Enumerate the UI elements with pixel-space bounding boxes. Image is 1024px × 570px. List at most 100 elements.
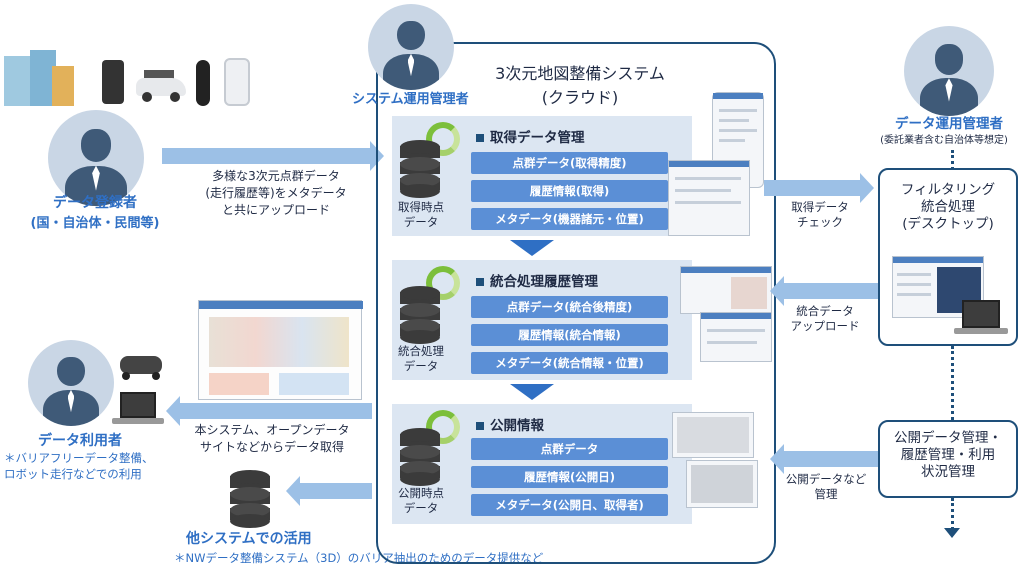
data-operator-name: データ運用管理者 [895,116,1003,132]
other-system-title: 他システムでの活用 [186,531,312,547]
panel-integrated-db-label-1: 統合処理 [398,344,444,358]
other-system-note: ＊NWデータ整備システム（3D）のバリア抽出のためのデータ提供など [174,551,544,565]
data-registrant-avatar [48,110,144,206]
public-mgmt-box-line1: 公開データ管理・ [894,430,1002,446]
panel-public-ring-icon [426,410,460,444]
panel-acquired-db-label-2: データ [403,215,439,229]
panel-public-db-icon [400,428,440,486]
mapping-car-icon [136,70,186,102]
panel-integrated-item-3: メタデータ(統合情報・位置) [471,352,668,374]
panel-public-db-label-2: データ [403,501,439,515]
integration-screenshot-2 [700,312,772,362]
cloud-title: 3次元地図整備システム (クラウド) [470,62,690,110]
public-mgmt-box: 公開データ管理・ 履歴管理・利用 状況管理 [878,420,1018,498]
operator-dotted-line-mid [951,346,954,420]
upload-note-line1: 多様な3次元点群データ [212,169,340,183]
integrated-upload-label: 統合データ アップロード [782,304,868,334]
panel-integrated-title-text: 統合処理履歴管理 [490,274,598,290]
desktop-laptop-icon [954,300,1008,340]
panel-acquired-title: 取得データ管理 [476,126,585,146]
other-system-db-icon [230,470,270,528]
public-mgmt-label: 公開データなど 管理 [778,472,874,502]
integrated-upload-label-line2: アップロード [790,319,860,333]
panel-acquired-db-label-1: 取得時点 [398,200,444,214]
data-user-note-line1: ＊バリアフリーデータ整備、 [4,451,154,465]
panel-public-db-label-1: 公開時点 [398,486,444,500]
panel-acquired-title-text: 取得データ管理 [490,130,585,146]
upload-note-line2: (走行履歴等)をメタデータ [205,186,347,200]
cloud-title-line1: 3次元地図整備システム [495,64,665,83]
panel-integrated-db-label-2: データ [403,359,439,373]
acquire-arrow [166,396,372,426]
panel-acquired-db-label: 取得時点 データ [388,200,454,230]
filter-box-line2: 統合処理 [921,199,975,215]
integrated-upload-arrow [770,276,878,306]
operator-dotted-line-top [951,150,954,170]
check-label: 取得データ チェック [780,200,860,230]
panel-acquired-ring-icon [426,122,460,156]
desktop-app-screenshot [892,256,984,318]
panel-public-item-3: メタデータ(公開日、取得者) [471,494,668,516]
smartphone-icon [224,58,250,106]
public-screenshot-1 [672,412,754,458]
data-registrant-name: データ登録者 [53,195,137,211]
public-mgmt-box-line3: 状況管理 [921,464,975,480]
panel-public-db-label: 公開時点 データ [388,486,454,516]
system-operator-label: システム運用管理者 [352,92,469,107]
upload-note: 多様な3次元点群データ (走行履歴等)をメタデータ と共にアップロード [186,168,366,219]
data-user-avatar [28,340,114,426]
data-registrant-sub: (国・自治体・民間等) [30,216,160,231]
panel-integrated-item-1: 点群データ(統合後精度) [471,296,668,318]
panel-acquired-item-1: 点群データ(取得精度) [471,152,668,174]
operator-dotted-arrowhead [944,528,960,538]
cloud-title-line2: (クラウド) [541,88,619,107]
building-icon [4,50,74,106]
check-arrow [764,173,874,203]
acquire-note-line1: 本システム、オープンデータ [194,423,350,437]
operator-dotted-line-bottom [951,498,954,530]
filter-box-line1: フィルタリング [900,182,996,198]
panel-integrated-db-label: 統合処理 データ [388,344,454,374]
panel-acquired-db-icon [400,140,440,198]
panel-integrated-title: 統合処理履歴管理 [476,270,598,290]
data-operator-sub: (委託業者含む自治体等想定) [880,135,1008,146]
filter-box-line3: (デスクトップ) [902,216,994,232]
delivery-robot-icon [116,350,166,380]
panel-public-item-1: 点群データ [471,438,668,460]
panel-public-item-2: 履歴情報(公開日) [471,466,668,488]
integrated-upload-label-line1: 統合データ [796,304,854,318]
panel-acquired-item-2: 履歴情報(取得) [471,180,668,202]
upload-note-line3: と共にアップロード [221,203,330,217]
upload-arrow [162,141,384,171]
bullet-square-icon [476,422,484,430]
public-mgmt-label-line2: 管理 [814,487,838,501]
data-user-note: ＊バリアフリーデータ整備、 ロボット走行などでの利用 [4,450,174,482]
acquire-note-line2: サイトなどからデータ取得 [199,440,344,454]
data-operator-avatar [904,26,994,116]
acquired-data-screenshot [668,160,750,236]
public-mgmt-arrow [770,444,878,474]
public-screenshot-2 [686,460,758,508]
handheld-scanner-icon [196,60,210,106]
data-user-note-line2: ロボット走行などでの利用 [4,467,142,481]
flow-down-arrow-1 [510,240,554,256]
public-mgmt-box-line2: 履歴管理・利用 [900,447,996,463]
panel-integrated-db-icon [400,286,440,344]
panel-integrated-ring-icon [426,266,460,300]
check-label-line2: チェック [797,215,843,229]
panel-public-title: 公開情報 [476,414,544,434]
bullet-square-icon [476,278,484,286]
system-operator-avatar [368,4,454,90]
flow-down-arrow-2 [510,384,554,400]
acquire-note: 本システム、オープンデータ サイトなどからデータ取得 [172,422,372,456]
panel-integrated-item-2: 履歴情報(統合情報) [471,324,668,346]
integration-screenshot-1 [680,266,772,314]
panel-public-title-text: 公開情報 [490,418,544,434]
bullet-square-icon [476,134,484,142]
check-label-line1: 取得データ [791,200,849,214]
laptop-icon [112,392,164,428]
other-system-arrow [286,476,372,506]
data-user-name: データ利用者 [38,433,122,449]
website-screenshot [198,300,363,400]
panel-acquired-item-3: メタデータ(機器諸元・位置) [471,208,668,230]
